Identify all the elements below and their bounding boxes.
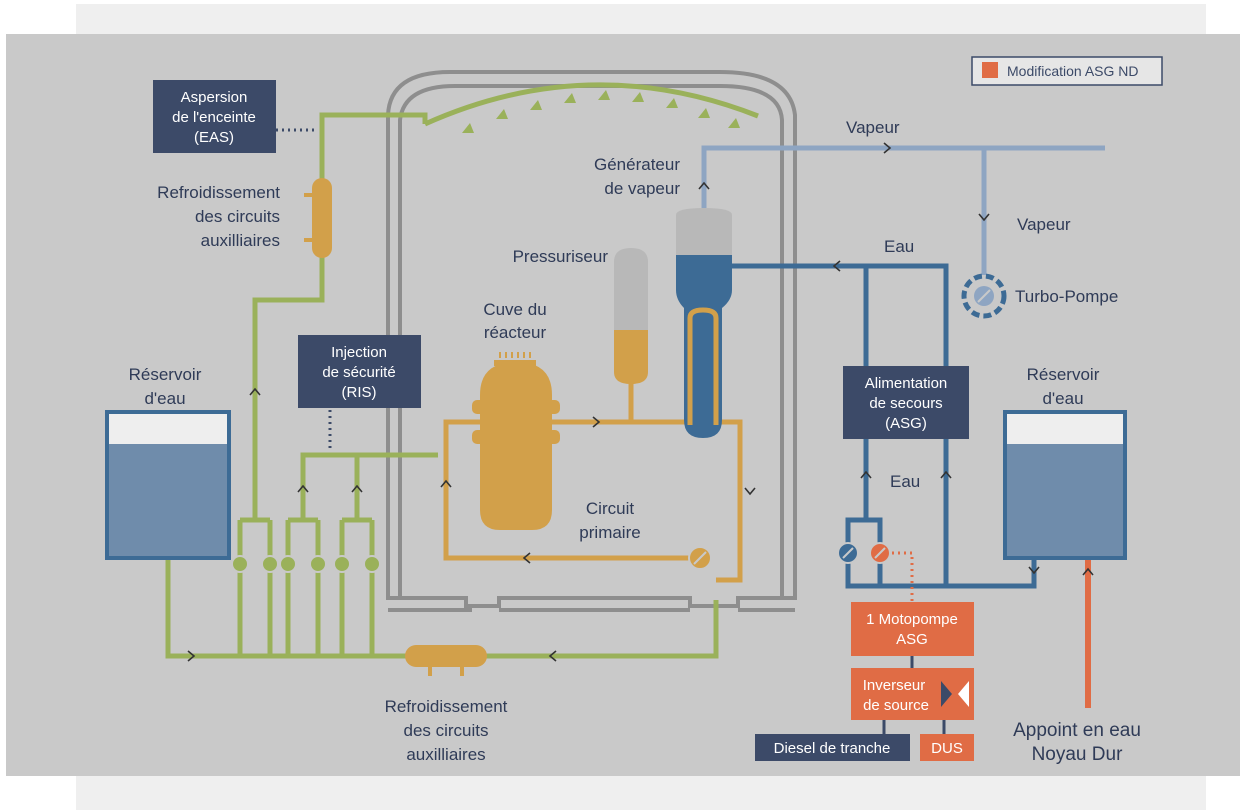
steam-generator-icon — [676, 208, 732, 438]
steam-piping — [701, 145, 1105, 275]
cuve-label-1: Cuve du — [483, 300, 546, 319]
spray-nozzles — [462, 90, 740, 133]
reservoir-left-label-1: Réservoir — [129, 365, 202, 384]
refroid-bottom-label-3: auxilliaires — [406, 745, 485, 764]
motopompe-label-1: 1 Motopompe — [866, 611, 958, 628]
reservoir-right-label-2: d'eau — [1042, 389, 1083, 408]
inverseur-label-2: de source — [863, 697, 929, 714]
aspersion-label-1: Aspersion — [181, 89, 248, 106]
circuit-primaire-label-1: Circuit — [586, 499, 634, 518]
motopompe-box — [851, 602, 974, 656]
diesel-box — [755, 734, 910, 761]
containment-building — [386, 70, 797, 612]
refroid-top-label-2: des circuits — [195, 207, 280, 226]
aspersion-box — [153, 80, 276, 153]
eau-mid-label: Eau — [890, 472, 920, 491]
aux-cooler-bottom — [405, 645, 487, 667]
steam-arrows — [698, 142, 990, 222]
dus-box — [920, 734, 974, 761]
legend: Modification ASG ND — [971, 56, 1163, 86]
aux-cooler-top — [312, 178, 332, 258]
appoint-label-1: Appoint en eau — [1013, 720, 1141, 741]
aspersion-label-2: de l'enceinte — [172, 109, 256, 126]
injection-box — [298, 335, 421, 408]
vapeur-top-label: Vapeur — [846, 118, 900, 137]
inverseur-label-1: Inverseur — [863, 677, 926, 694]
injection-label-1: Injection — [331, 344, 387, 361]
source-switch-icon — [941, 681, 969, 707]
alimentation-label-2: de secours — [869, 395, 942, 412]
reactor-vessel-icon — [472, 352, 560, 530]
reservoir-left-label-2: d'eau — [144, 389, 185, 408]
injection-label-3: (RIS) — [342, 384, 377, 401]
green-flow-arrows — [187, 387, 557, 662]
circuit-primaire-label-2: primaire — [579, 523, 640, 542]
inverseur-connectors — [882, 720, 946, 734]
dotted-links — [276, 128, 332, 450]
injection-label-2: de sécurité — [322, 364, 395, 381]
reservoir-right — [1003, 410, 1127, 560]
legend-swatch — [982, 62, 998, 78]
appoint-label-2: Noyau Dur — [1032, 744, 1123, 765]
generateur-label-1: Générateur — [594, 155, 680, 174]
refroid-top-label-1: Refroidissement — [157, 183, 280, 202]
refroid-bottom-label-1: Refroidissement — [385, 697, 508, 716]
pressurizer-icon — [614, 248, 648, 384]
spray-arc — [423, 82, 759, 127]
diesel-label: Diesel de tranche — [774, 740, 891, 757]
feedwater-arrows — [832, 260, 1040, 575]
inverseur-box — [851, 668, 974, 720]
aspersion-label-3: (EAS) — [194, 129, 234, 146]
generateur-label-2: de vapeur — [604, 179, 680, 198]
motopompe-label-2: ASG — [896, 631, 928, 648]
turbo-label: Turbo-Pompe — [1015, 287, 1118, 306]
primary-pump-icon — [688, 546, 712, 570]
legend-label: Modification ASG ND — [1007, 63, 1139, 79]
pressuriseur-label: Pressuriseur — [513, 247, 609, 266]
turbo-pump-icon — [961, 273, 1007, 319]
eau-top-label: Eau — [884, 237, 914, 256]
refroid-bottom-label-2: des circuits — [403, 721, 488, 740]
green-valves — [231, 555, 381, 573]
reservoir-left — [105, 410, 231, 560]
dus-label: DUS — [931, 740, 963, 757]
asg-pumps — [837, 542, 891, 564]
primary-arrows — [440, 416, 756, 564]
cuve-label-2: réacteur — [484, 323, 547, 342]
refroid-top-label-3: auxilliaires — [201, 231, 280, 250]
alimentation-box — [843, 366, 969, 439]
alimentation-label-3: (ASG) — [885, 415, 927, 432]
primary-circuit — [443, 380, 743, 583]
motopump-dotted-link — [892, 551, 914, 602]
diagram-panel — [6, 34, 1240, 776]
vapeur-right-label: Vapeur — [1017, 215, 1071, 234]
reservoir-right-label-1: Réservoir — [1027, 365, 1100, 384]
alimentation-label-1: Alimentation — [865, 375, 948, 392]
